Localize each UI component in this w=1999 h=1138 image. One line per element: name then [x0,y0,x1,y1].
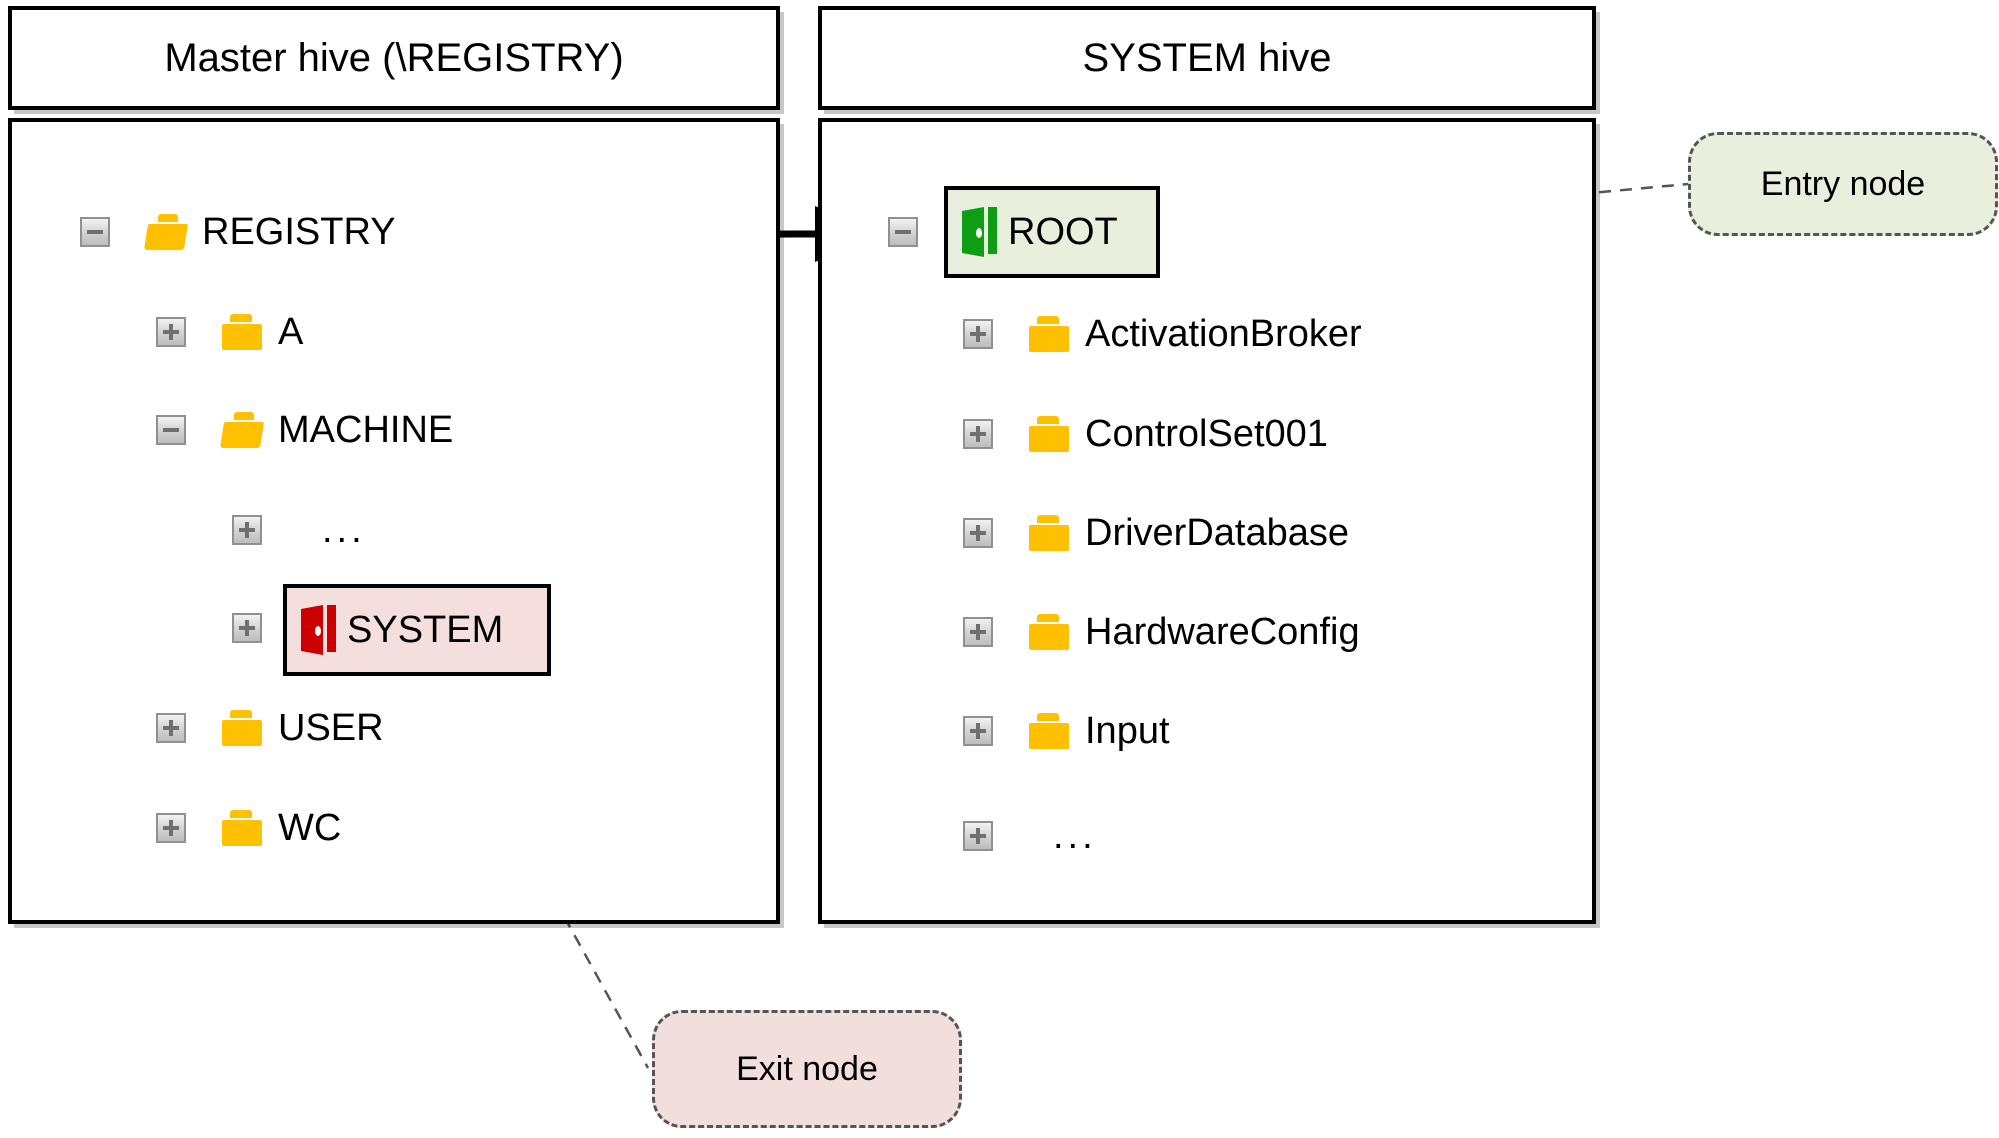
tree-node-system-toggle-row[interactable] [232,600,262,656]
tree-node-label: ... [1053,815,1097,857]
toggle-plus-icon[interactable] [963,617,993,647]
tree-node-input[interactable]: Input [963,703,1170,759]
callout-entry-label: Entry node [1760,164,1926,203]
callout-entry-node: Entry node [1688,132,1998,236]
toggle-plus-icon[interactable] [156,713,186,743]
right-panel-title-bar: SYSTEM hive [818,6,1596,110]
tree-node-label: REGISTRY [202,211,396,253]
left-panel-body [8,118,780,924]
tree-node-root-ellipsis[interactable]: ... [963,808,1097,864]
tree-node-controlset001[interactable]: ControlSet001 [963,406,1328,462]
left-panel-title: Master hive (\REGISTRY) [164,35,624,80]
toggle-plus-icon[interactable] [156,317,186,347]
folder-closed-icon [1027,416,1073,452]
tree-node-label: ControlSet001 [1085,413,1328,455]
tree-node-machine-ellipsis[interactable]: ... [232,502,366,558]
tree-node-label: ... [322,509,366,551]
folder-closed-icon [1027,316,1073,352]
tree-node-label: USER [278,707,384,749]
tree-node-label: SYSTEM [347,609,504,651]
toggle-plus-icon[interactable] [232,515,262,545]
tree-node-label: A [278,311,304,353]
tree-node-label: ROOT [1008,211,1118,253]
toggle-plus-icon[interactable] [963,821,993,851]
folder-open-icon [219,412,266,448]
right-panel-title: SYSTEM hive [1082,35,1332,80]
tree-node-machine[interactable]: MACHINE [156,402,453,458]
toggle-plus-icon[interactable] [963,518,993,548]
tree-node-user[interactable]: USER [156,700,384,756]
tree-node-activationbroker[interactable]: ActivationBroker [963,306,1362,362]
tree-node-root[interactable]: ROOT [944,186,1160,278]
tree-node-registry[interactable]: REGISTRY [80,204,396,260]
toggle-plus-icon[interactable] [232,613,262,643]
folder-open-icon [143,214,190,250]
callout-exit-node: Exit node [652,1010,962,1128]
folder-closed-icon [220,710,266,746]
folder-closed-icon [220,314,266,350]
toggle-plus-icon[interactable] [963,716,993,746]
tree-node-system[interactable]: SYSTEM [283,584,551,676]
toggle-minus-icon[interactable] [888,217,918,247]
folder-closed-icon [1027,713,1073,749]
tree-node-label: MACHINE [278,409,454,451]
folder-closed-icon [220,810,266,846]
tree-node-a[interactable]: A [156,304,303,360]
tree-node-label: Input [1085,710,1170,752]
tree-node-hardwareconfig[interactable]: HardwareConfig [963,604,1360,660]
tree-node-root-toggle-row[interactable] [888,204,918,260]
folder-closed-icon [1027,614,1073,650]
toggle-minus-icon[interactable] [156,415,186,445]
callout-exit-label: Exit node [736,1049,878,1088]
tree-node-wc[interactable]: WC [156,800,341,856]
toggle-plus-icon[interactable] [156,813,186,843]
tree-node-label: HardwareConfig [1085,611,1360,653]
tree-node-label: DriverDatabase [1085,512,1349,554]
tree-node-driverdatabase[interactable]: DriverDatabase [963,505,1349,561]
door-red-icon [299,605,341,655]
tree-node-label: ActivationBroker [1085,313,1362,355]
toggle-plus-icon[interactable] [963,319,993,349]
tree-node-label: WC [278,807,342,849]
left-panel-title-bar: Master hive (\REGISTRY) [8,6,780,110]
toggle-minus-icon[interactable] [80,217,110,247]
door-green-icon [960,207,1002,257]
folder-closed-icon [1027,515,1073,551]
toggle-plus-icon[interactable] [963,419,993,449]
